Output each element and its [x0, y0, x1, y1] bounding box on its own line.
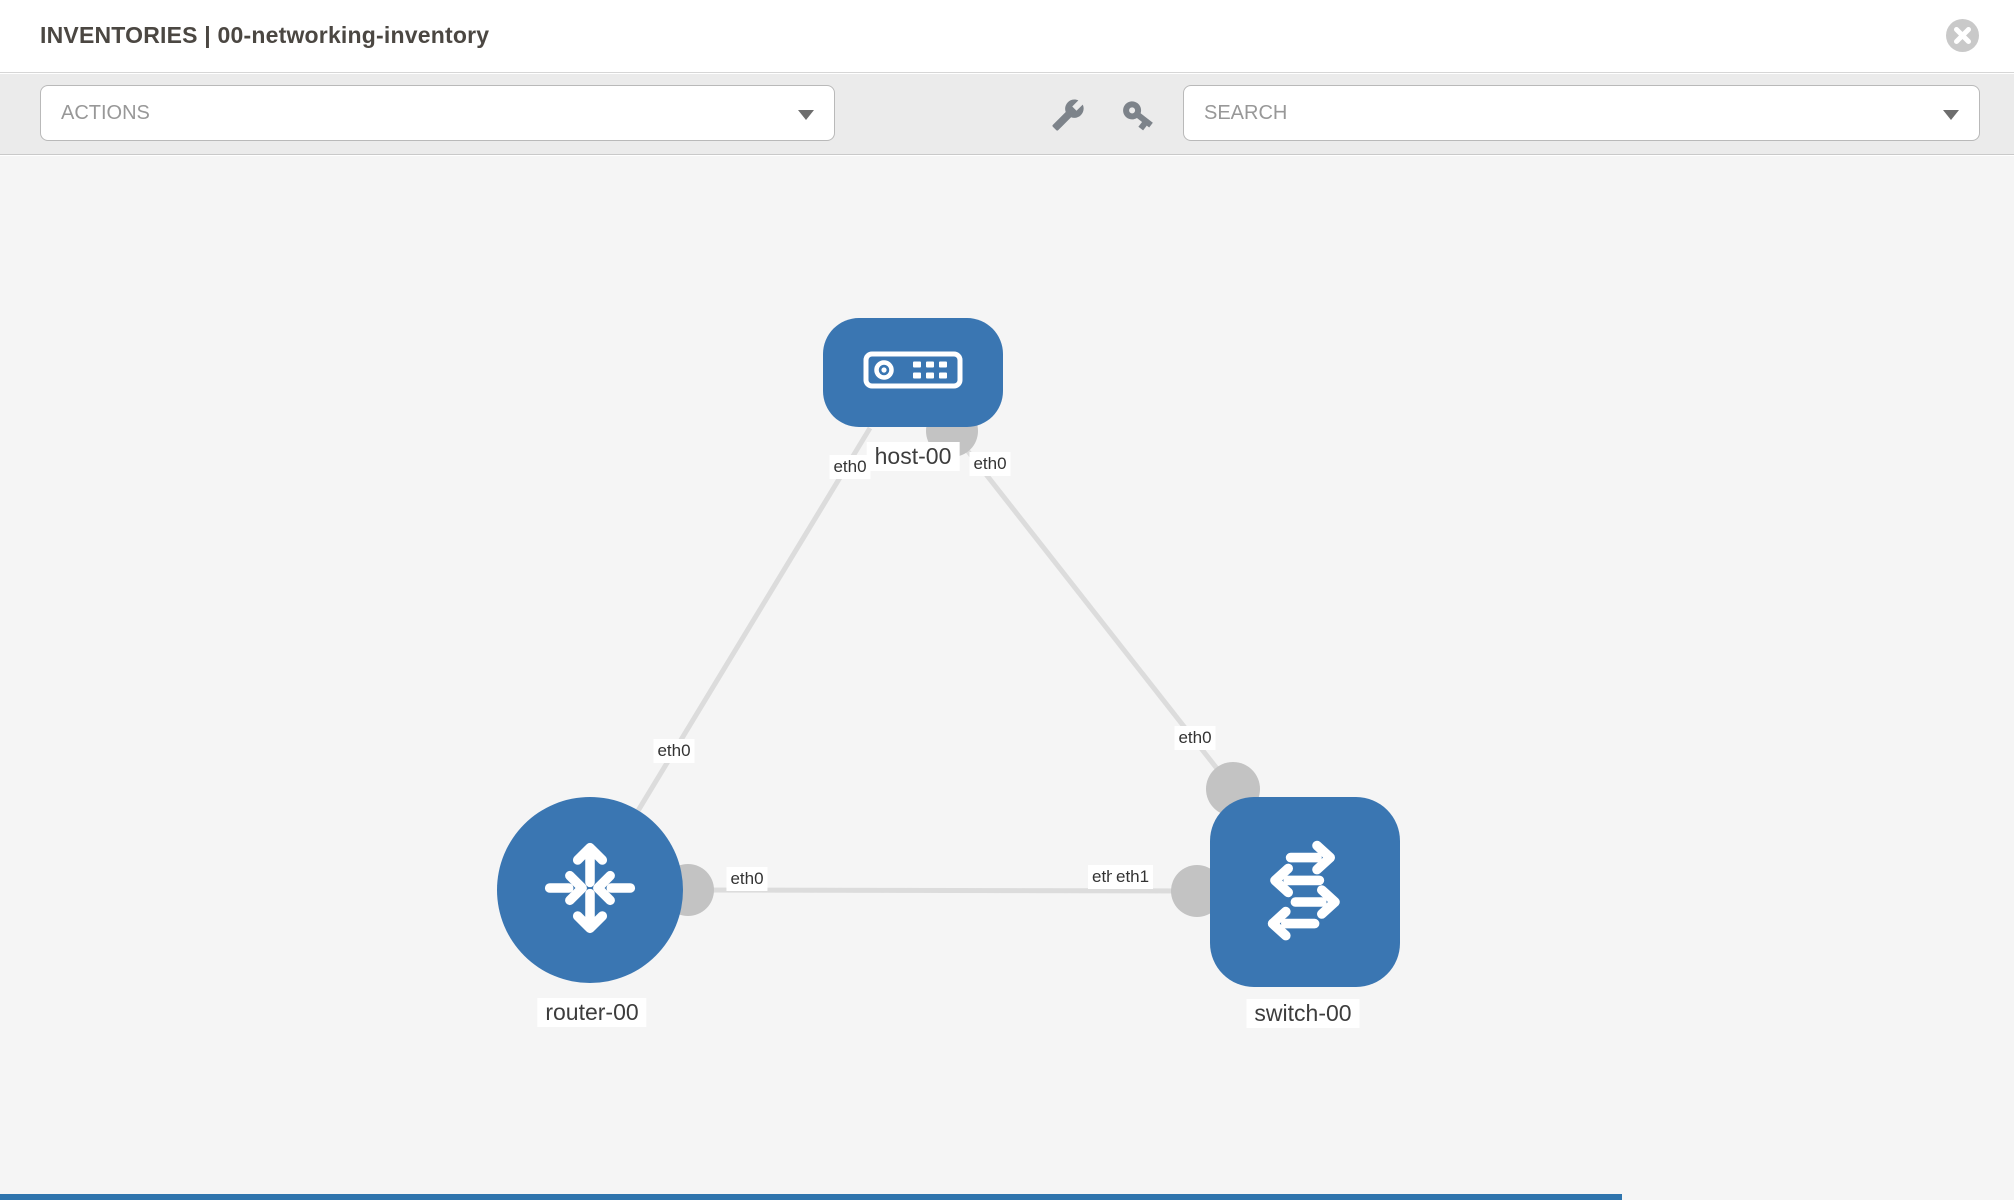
- interface-label-host-eth0-right: eth0: [969, 452, 1011, 476]
- chevron-down-icon: [1943, 110, 1959, 120]
- configure-tools-button[interactable]: [1047, 94, 1089, 136]
- node-switch-00[interactable]: [1210, 797, 1400, 987]
- close-button[interactable]: [1945, 18, 1980, 53]
- link-router-switch[interactable]: [687, 887, 1198, 894]
- wrench-icon: [1047, 98, 1089, 132]
- node-label-router: router-00: [537, 998, 647, 1027]
- header: INVENTORIES | 00-networking-inventory: [0, 0, 2014, 73]
- node-router-00[interactable]: [497, 797, 683, 983]
- credentials-button[interactable]: [1117, 94, 1159, 136]
- interface-label-router-eth0-up: eth0: [653, 739, 695, 763]
- bottom-accent-strip: [0, 1194, 1622, 1200]
- toolbar: ACTIONS SEARCH: [0, 74, 2014, 155]
- search-dropdown[interactable]: SEARCH: [1183, 85, 1980, 141]
- node-label-host: host-00: [866, 442, 960, 471]
- interface-label-router-eth0: eth0: [726, 867, 768, 891]
- node-host-00[interactable]: [823, 318, 1003, 427]
- page-title: INVENTORIES | 00-networking-inventory: [40, 22, 490, 48]
- chevron-down-icon: [798, 110, 814, 120]
- close-icon: [1945, 19, 1980, 56]
- topology-canvas[interactable]: host-00 router-00 switch-00 eth0 eth0 et…: [0, 156, 2014, 1200]
- interface-label-switch-eth0: eth0: [1174, 726, 1216, 750]
- router-icon: [534, 832, 646, 949]
- search-dropdown-label: SEARCH: [1204, 101, 1288, 124]
- interface-label-switch-eth1: eth1: [1112, 865, 1154, 889]
- actions-dropdown[interactable]: ACTIONS: [40, 85, 835, 141]
- switch-icon: [1245, 830, 1365, 955]
- interface-label-host-eth0-left: eth0: [829, 455, 871, 479]
- host-icon: [863, 351, 963, 394]
- key-icon: [1117, 97, 1159, 133]
- node-label-switch: switch-00: [1246, 999, 1360, 1028]
- actions-dropdown-label: ACTIONS: [61, 101, 150, 124]
- links-layer: [587, 405, 1260, 917]
